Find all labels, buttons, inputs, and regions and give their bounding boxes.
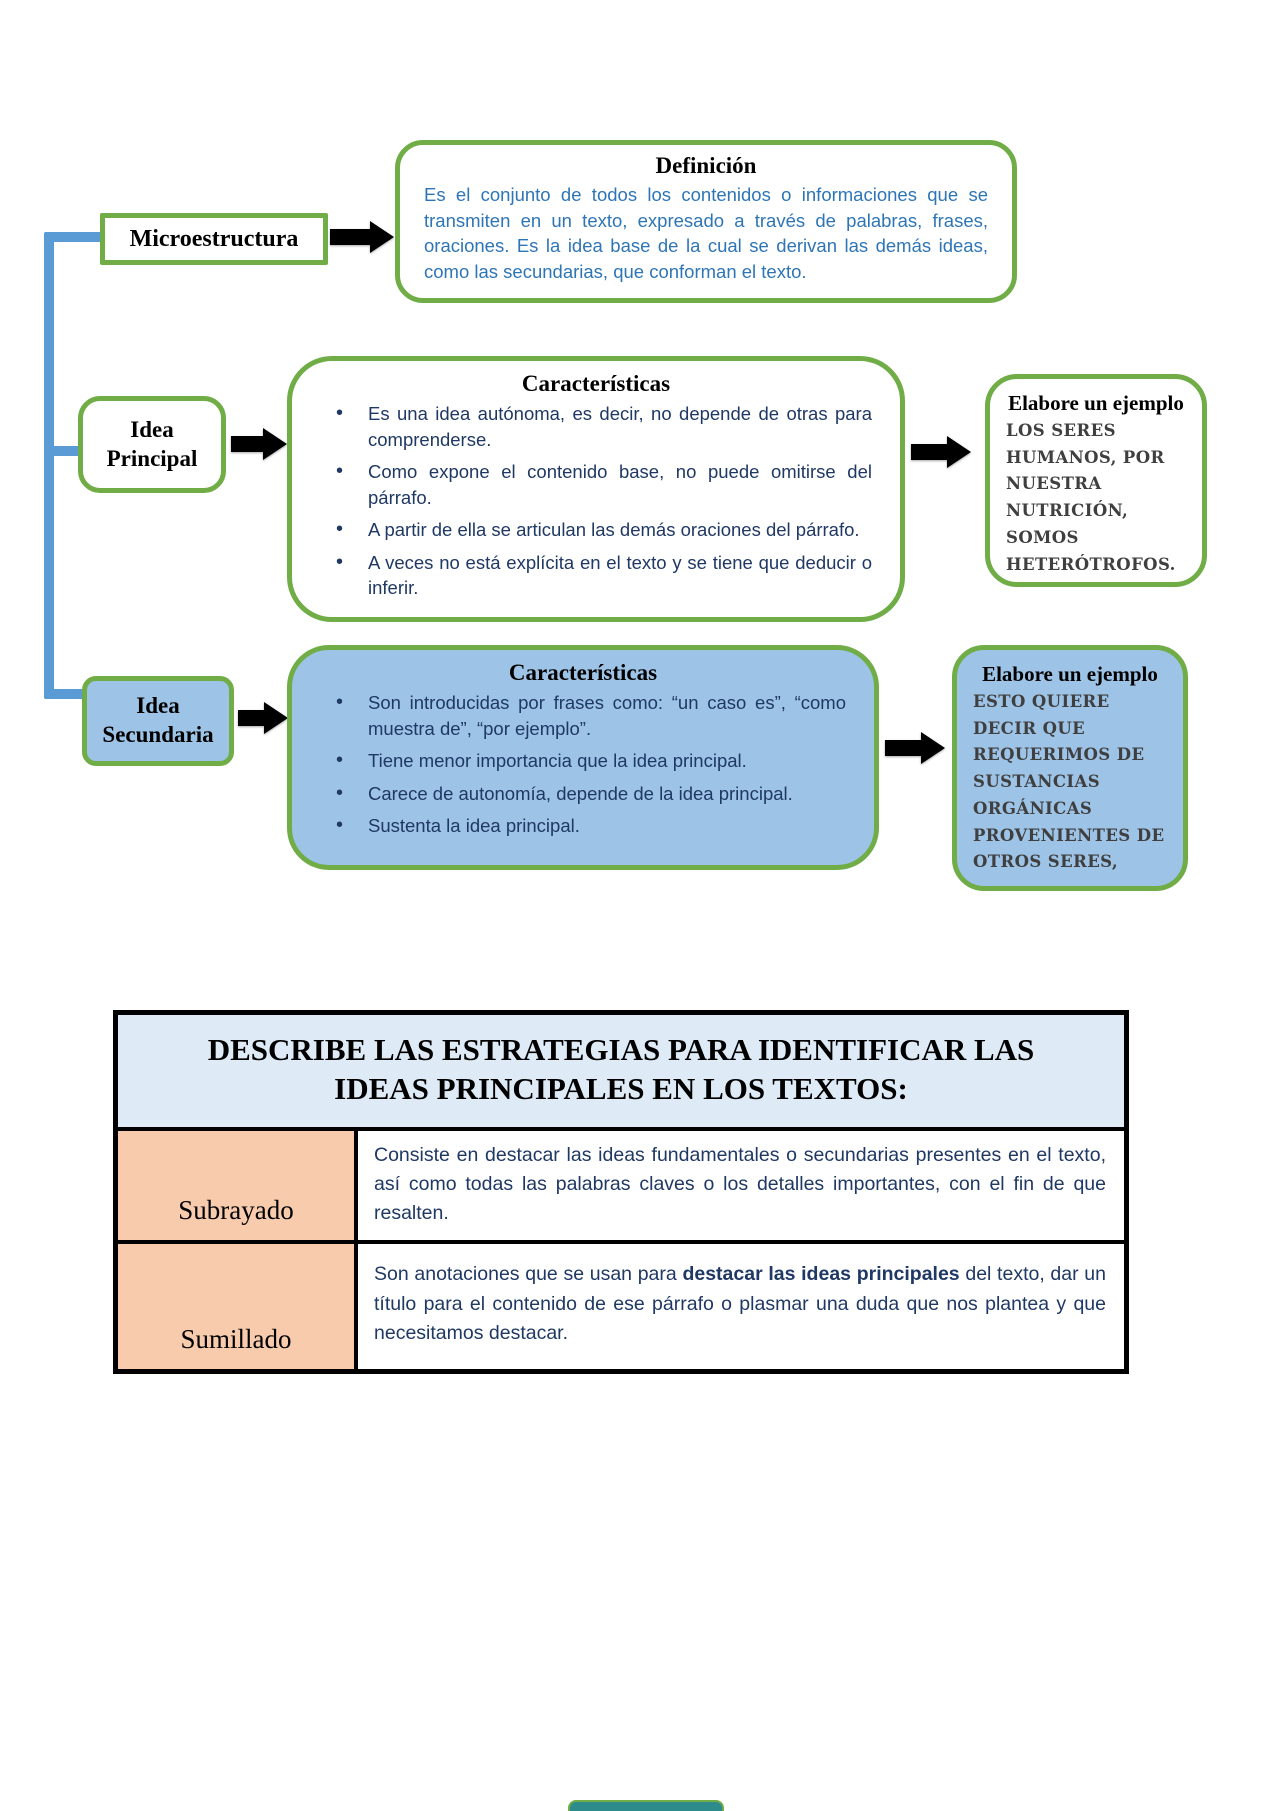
bullet-item: Son introducidas por frases como: “un ca… xyxy=(320,689,846,741)
description-bold-text: destacar las ideas principales xyxy=(682,1263,960,1286)
bullet-item: Es una idea autónoma, es decir, no depen… xyxy=(320,400,872,452)
ejemplo-principal-body: LOS SERES HUMANOS, POR NUESTRA NUTRICIÓN… xyxy=(1006,421,1176,574)
term-cell-sumillado: Sumillado xyxy=(118,1244,358,1370)
description-cell: Consiste en destacar las ideas fundament… xyxy=(374,1143,1106,1225)
arrow-shaft xyxy=(238,710,264,726)
connector-stub-idea-secundaria xyxy=(44,689,90,699)
right-arrow-icon xyxy=(885,732,945,764)
ejemplo-secundaria-body: ESTO QUIERE DECIR QUE REQUERIMOS DE SUST… xyxy=(973,692,1165,872)
table-row: Subrayado Consiste en destacar las ideas… xyxy=(118,1126,1124,1241)
description-cell: Son anotaciones que se usan para destaca… xyxy=(358,1244,1124,1369)
idea-principal-node: Idea Principal xyxy=(78,396,226,493)
term-cell-subrayado: Subrayado xyxy=(118,1130,358,1241)
term-label: Subrayado xyxy=(178,1195,294,1226)
bullet-item: A partir de ella se articulan las demás … xyxy=(320,516,872,543)
caracteristicas-principal-list: Es una idea autónoma, es decir, no depen… xyxy=(320,400,872,601)
definicion-body: Es el conjunto de todos los contenidos o… xyxy=(424,184,988,282)
bullet-item: Como expone el contenido base, no puede … xyxy=(320,458,872,510)
caracteristicas-secundaria-box: Características Son introducidas por fra… xyxy=(287,645,879,870)
arrow-head xyxy=(947,436,971,468)
microestructura-node: Microestructura xyxy=(100,213,328,265)
arrow-head xyxy=(263,428,287,460)
next-page-box-edge xyxy=(568,1800,724,1811)
ejemplo-secundaria-box: Elabore un ejemplo ESTO QUIERE DECIR QUE… xyxy=(952,645,1188,891)
connector-vertical-line xyxy=(44,232,54,699)
caracteristicas-secundaria-list: Son introducidas por frases como: “un ca… xyxy=(320,689,846,839)
arrow-head xyxy=(370,221,394,253)
term-label: Sumillado xyxy=(180,1324,292,1355)
ejemplo-secundaria-title: Elabore un ejemplo xyxy=(982,662,1158,686)
bullet-item: Tiene menor importancia que la idea prin… xyxy=(320,747,846,774)
right-arrow-icon xyxy=(238,702,288,734)
right-arrow-icon xyxy=(231,428,287,460)
arrow-shaft xyxy=(330,229,370,245)
arrow-shaft xyxy=(885,740,921,756)
idea-principal-label: Idea Principal xyxy=(106,416,198,471)
ejemplo-principal-title: Elabore un ejemplo xyxy=(1008,391,1184,415)
right-arrow-icon xyxy=(911,436,971,468)
caracteristicas-principal-box: Características Es una idea autónoma, es… xyxy=(287,356,905,622)
description-text: del texto, dar un título para el conteni… xyxy=(374,1263,1106,1344)
bullet-item: Sustenta la idea principal. xyxy=(320,812,846,839)
right-arrow-icon xyxy=(330,221,394,253)
arrow-shaft xyxy=(231,436,263,452)
strategies-table: DESCRIBE LAS ESTRATEGIAS PARA IDENTIFICA… xyxy=(113,1010,1129,1375)
connector-stub-idea-principal xyxy=(44,446,84,456)
caracteristicas-secundaria-title: Características xyxy=(508,660,658,685)
definicion-title: Definición xyxy=(655,153,757,178)
connector-stub-microestructura xyxy=(44,232,106,242)
table-header: DESCRIBE LAS ESTRATEGIAS PARA IDENTIFICA… xyxy=(118,1015,1124,1127)
microestructura-label: Microestructura xyxy=(129,225,299,252)
arrow-shaft xyxy=(911,444,947,460)
idea-secundaria-label: Idea Secundaria xyxy=(102,693,214,747)
arrow-head xyxy=(921,732,945,764)
caracteristicas-principal-title: Características xyxy=(521,371,671,396)
description-text: Son anotaciones que se usan para xyxy=(374,1263,683,1286)
ejemplo-principal-box: Elabore un ejemplo LOS SERES HUMANOS, PO… xyxy=(985,374,1207,587)
arrow-head xyxy=(264,702,288,734)
bullet-item: Carece de autonomía, depende de la idea … xyxy=(320,780,846,807)
idea-secundaria-node: Idea Secundaria xyxy=(82,676,234,766)
bullet-item: A veces no está explícita en el texto y … xyxy=(320,549,872,601)
table-row: Sumillado Son anotaciones que se usan pa… xyxy=(118,1240,1124,1370)
definicion-box: Definición Es el conjunto de todos los c… xyxy=(395,140,1017,303)
